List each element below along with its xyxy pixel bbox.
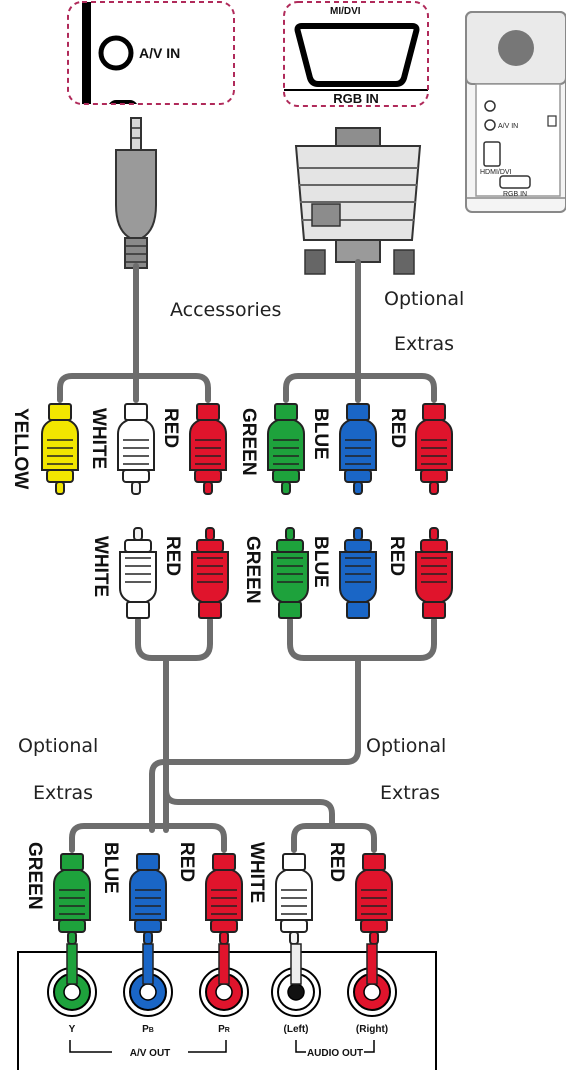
jack-label-pr: PR (218, 1024, 230, 1035)
rca-plug-red (189, 403, 227, 495)
plug-label-green: GREEN (242, 536, 263, 604)
plug-label-red: RED (162, 536, 183, 576)
av-in-port-panel: A/V IN (67, 1, 235, 105)
rca-plug-green (267, 403, 305, 495)
rca-plug-red (415, 527, 453, 619)
vga-port-icon (294, 23, 420, 87)
av-in-jack-icon (98, 35, 134, 71)
rca-plug-white (275, 853, 313, 945)
vga-plug (294, 127, 422, 275)
rca-plug-red (191, 527, 229, 619)
caption-accessories: Accessories (170, 299, 281, 321)
plug-label-white: WHITE (246, 842, 267, 903)
projector-device: A/V IN HDMI/DVI RGB IN (465, 11, 566, 213)
projector-rgb-in-label: RGB IN (503, 191, 527, 198)
rca-plug-white (117, 403, 155, 495)
plug-label-green: GREEN (24, 842, 45, 910)
jack-left (271, 943, 321, 1017)
rgb-in-label: RGB IN (333, 91, 379, 106)
rca-plug-blue (129, 853, 167, 945)
rca-plug-yellow (41, 403, 79, 495)
jack-pb (123, 943, 173, 1017)
plug-label-blue: BLUE (310, 536, 331, 588)
jack-label-left: (Left) (284, 1024, 309, 1035)
rca-plug-blue (339, 527, 377, 619)
jack-label-y: Y (69, 1024, 76, 1035)
cables (57, 259, 437, 853)
caption-extras-left: Extras (33, 782, 93, 804)
jack-label-pb: PB (142, 1024, 154, 1035)
plug-label-red: RED (386, 536, 407, 576)
plug-label-red: RED (387, 408, 408, 448)
rca-plug-red (205, 853, 243, 945)
jack-pr (199, 943, 249, 1017)
caption-extras-top: Extras (394, 333, 454, 355)
source-device-panel: Y PB PR (Left) (Right) A/V OUT AUDIO OUT (17, 943, 437, 1070)
audio-out-label: AUDIO OUT (307, 1048, 363, 1059)
rca-plug-red (355, 853, 393, 945)
rca-plug-white (119, 527, 157, 619)
av-in-label: A/V IN (139, 45, 180, 61)
jack-label-right: (Right) (356, 1024, 388, 1035)
rca-plug-green (271, 527, 309, 619)
projector-av-in-label: A/V IN (498, 123, 518, 130)
jack-right (347, 943, 397, 1017)
caption-extras-right: Extras (380, 782, 440, 804)
plug-label-yellow: YELLOW (10, 408, 31, 489)
plug-label-blue: BLUE (100, 842, 121, 894)
rca-plug-blue (339, 403, 377, 495)
plug-label-red: RED (176, 842, 197, 882)
av-out-label: A/V OUT (130, 1048, 171, 1059)
plug-label-green: GREEN (238, 408, 259, 476)
caption-optional-top: Optional (384, 288, 464, 310)
dvi-partial-label: MI/DVI (330, 6, 361, 17)
plug-label-white: WHITE (90, 536, 111, 597)
rgb-in-port-panel: MI/DVI RGB IN (283, 1, 429, 107)
plug-label-red: RED (160, 408, 181, 448)
rca-plug-red (415, 403, 453, 495)
projector-hdmi-label: HDMI/DVI (480, 169, 512, 176)
plug-label-white: WHITE (88, 408, 109, 469)
rca-plug-green (53, 853, 91, 945)
plug-label-blue: BLUE (310, 408, 331, 460)
caption-optional-left: Optional (18, 735, 98, 757)
caption-optional-right: Optional (366, 735, 446, 757)
jack-y (47, 943, 97, 1017)
av-jack-plug (115, 117, 157, 269)
projector-lens-icon (498, 30, 534, 66)
plug-label-red: RED (326, 842, 347, 882)
